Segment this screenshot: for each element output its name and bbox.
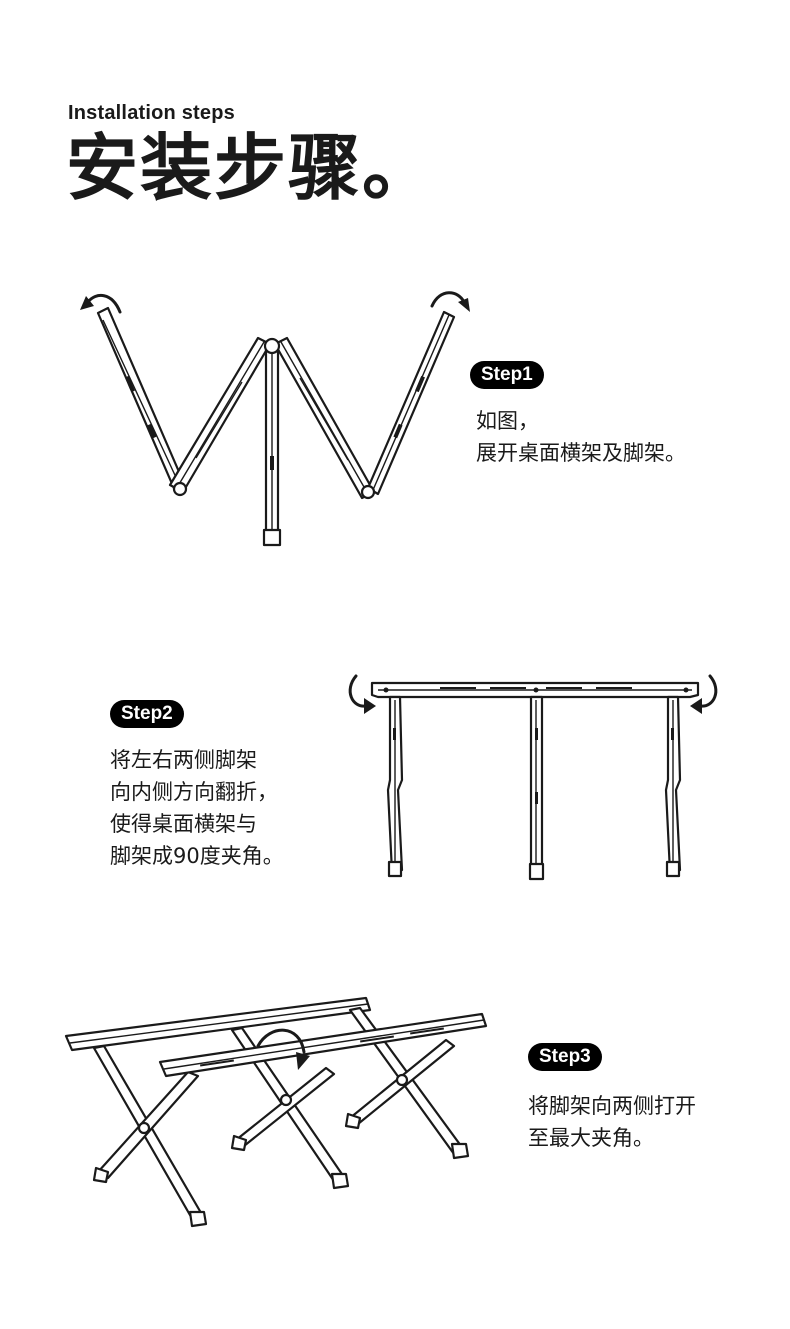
step3-badge: Step3 [528, 1043, 602, 1071]
step2-description: 将左右两侧脚架 向内侧方向翻折， 使得桌面横架与 脚架成90度夹角。 [110, 744, 284, 872]
step1-line-2: 展开桌面横架及脚架。 [476, 441, 686, 465]
step2-center-leg [528, 695, 545, 881]
step2-top-beam [370, 681, 700, 699]
step3-line-1: 将脚架向两侧打开 [528, 1094, 696, 1118]
step2-badge: Step2 [110, 700, 184, 728]
step3-back-rail [64, 996, 372, 1052]
installation-steps-subtitle: Installation steps [68, 102, 235, 124]
step2-left-leg [386, 695, 404, 878]
rotate-inward-right-arrow-icon [690, 674, 718, 714]
step2-line-4: 脚架成90度夹角。 [110, 844, 284, 868]
step2-line-2: 向内侧方向翻折， [110, 780, 278, 804]
step1-right-bar [273, 336, 376, 500]
step3-front-rail [158, 1012, 488, 1078]
step1-badge: Step1 [470, 361, 544, 389]
step2-line-1: 将左右两侧脚架 [110, 748, 257, 772]
step3-back-legs [92, 1006, 470, 1228]
step3-line-2: 至最大夹角。 [528, 1126, 654, 1150]
step2-right-leg [664, 695, 682, 878]
rotate-left-arrow-icon [80, 293, 122, 314]
step1-line-1: 如图， [476, 409, 539, 433]
step3-description: 将脚架向两侧打开 至最大夹角。 [528, 1090, 696, 1154]
step1-description: 如图， 展开桌面横架及脚架。 [476, 405, 686, 469]
step2-line-3: 使得桌面横架与 [110, 812, 257, 836]
rotate-open-arrow-icon [256, 1028, 310, 1070]
page-title: 安装步骤。 [66, 126, 437, 210]
rotate-inward-left-arrow-icon [348, 674, 376, 714]
rotate-right-arrow-icon [430, 291, 470, 312]
